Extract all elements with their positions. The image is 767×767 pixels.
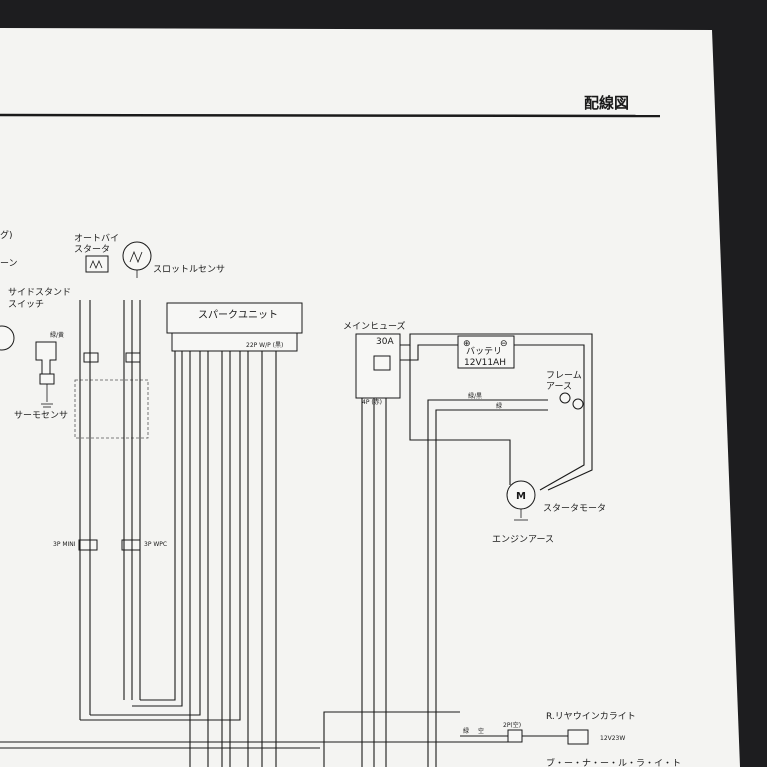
starter-motor-symbol [506, 480, 536, 521]
battery-spec-label: 12V11AH [464, 358, 506, 368]
main-fuse-label: メインヒューズ [343, 320, 406, 332]
wire-green-label: 緑 [463, 727, 469, 735]
fuse-amp-label: 30A [376, 337, 394, 347]
engine-earth-label: エンジンアース [492, 535, 554, 545]
winker-spec-label: 12V23W [600, 735, 625, 742]
partial-bottom-label: ブ・ー・ナ・ー・ル・ラ・イ・ト [546, 757, 681, 767]
frame-earth-label-1: フレーム [546, 370, 582, 381]
battery-label: バッテリ [466, 346, 502, 357]
sidestand-label-2: スイッチ [8, 299, 44, 310]
fuse-connector-label: 4P (赤) [362, 399, 382, 406]
partial-top-label: グ) [0, 229, 13, 241]
connector-3p-mini-label: 3P MINI [53, 541, 76, 548]
page-title: 配線図 [584, 94, 629, 112]
svg-text:⊕: ⊕ [463, 339, 471, 349]
sidestand-label-1: サイドスタンド [8, 287, 71, 298]
autobi-starter-symbol [85, 255, 109, 273]
green-black-label: 緑/黒 [468, 392, 482, 400]
r-winker-symbol [460, 729, 589, 745]
r-winker-label: R.リヤウインカライト [546, 711, 636, 722]
throttle-sensor-label: スロットルセンサ [153, 264, 225, 275]
thermo-sensor-symbol [35, 341, 57, 408]
thermo-sensor-label: サーモセンサ [14, 410, 68, 421]
autobi-starter-label-2: スタータ [74, 244, 110, 255]
spark-unit-wires [189, 351, 277, 767]
main-fuse-symbol [355, 333, 401, 399]
svg-text:⊖: ⊖ [500, 339, 508, 349]
starter-motor-label: スタータモータ [543, 503, 606, 514]
battery-symbol: ⊕ ⊖ [457, 335, 515, 369]
sidestand-switch-symbol [0, 325, 15, 351]
wire-sky-label: 空 [478, 727, 484, 735]
connector-3p-wpc-label: 3P WPC [144, 541, 167, 548]
spark-unit-box [166, 302, 303, 352]
throttle-sensor-symbol [122, 241, 152, 278]
connector-2p-label: 2P(空) [503, 721, 521, 729]
green-label: 緑 [496, 402, 502, 410]
autobi-starter-label-1: オートバイ [74, 233, 119, 244]
spark-unit-label: スパークユニット [198, 309, 278, 321]
frame-earth-symbol [559, 392, 584, 410]
power-circuit-wires [0, 333, 593, 767]
spark-unit-connector-label: 22P W/P (黒) [246, 342, 283, 349]
green-yellow-label: 緑/黄 [50, 331, 64, 339]
optional-section-box [74, 379, 149, 439]
partial-horn-label: ーン [0, 259, 18, 269]
left-harness-wires [79, 300, 241, 721]
frame-earth-label-2: アース [546, 382, 572, 392]
motor-letter: M [516, 491, 526, 502]
header-rule [0, 113, 661, 118]
